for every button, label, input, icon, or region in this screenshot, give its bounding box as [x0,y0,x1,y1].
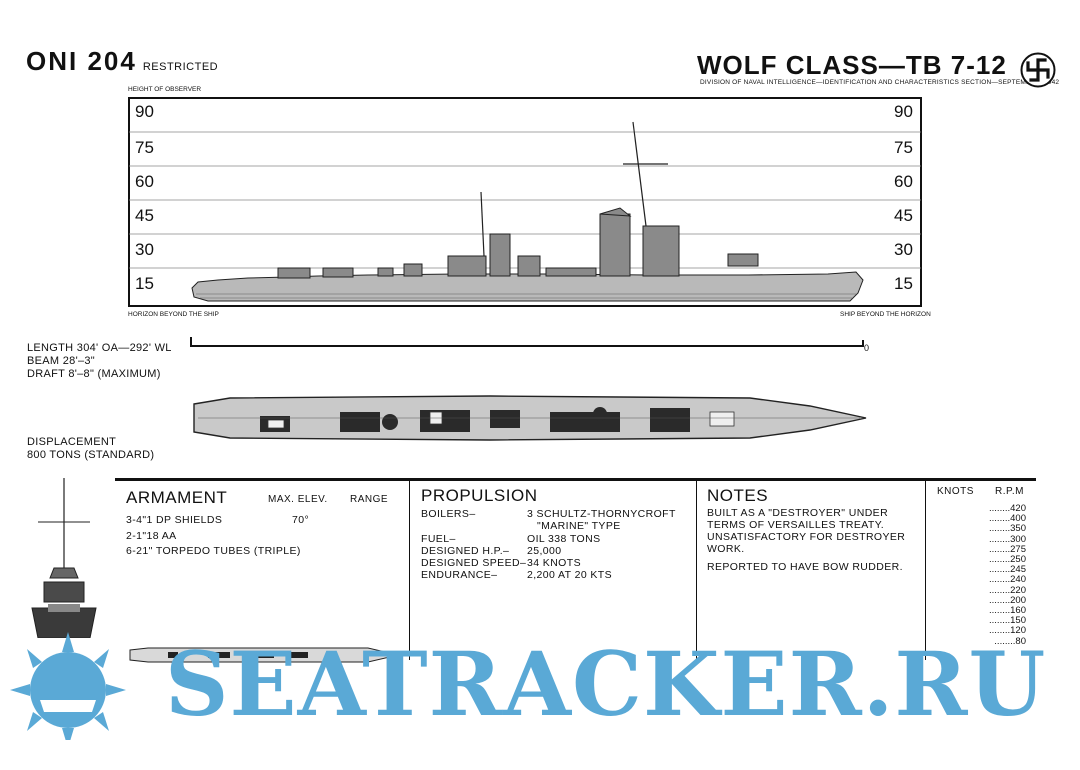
column-rule-2 [696,480,697,660]
propulsion-hp-label: DESIGNED H.P.– [421,545,510,557]
propulsion-endurance-value: 2,200 AT 20 KTS [527,569,612,581]
swastika-icon [1020,52,1056,88]
propulsion-speed-label: DESIGNED SPEED– [421,557,527,569]
restricted-label: RESTRICTED [142,61,219,73]
rpm-row: ........80 [994,635,1026,647]
displacement-value: 800 TONS (STANDARD) [27,449,155,461]
beam-spec: BEAM 28'–3" [27,355,96,367]
elevation-right-60: 60 [894,172,913,191]
section-divider [115,478,1036,481]
rpm-row: ........220 [989,584,1026,596]
propulsion-boilers-value: 3 SCHULTZ-THORNYCROFT [527,508,676,520]
rpm-list: ........420 ........400 ........350 ....… [970,503,1030,647]
propulsion-speed-value: 34 KNOTS [527,557,581,569]
elevation-right-45: 45 [894,206,913,225]
ship-plan-view [190,384,870,454]
elevation-left-30: 30 [135,240,154,259]
elevation-left-90: 90 [135,102,154,121]
armament-item-3: 6-21" TORPEDO TUBES (TRIPLE) [126,545,301,557]
ship-beyond-horizon-label: SHIP BEYOND THE HORIZON [840,311,931,318]
rpm-row: ........150 [989,615,1026,627]
elevation-right-15: 15 [894,274,913,293]
notes-title: NOTES [707,486,769,505]
armament-col-range: RANGE [350,494,389,505]
propulsion-endurance-label: ENDURANCE– [421,569,498,581]
elevation-right-75: 75 [894,138,913,157]
elevation-left-75: 75 [135,138,154,157]
height-of-observer-label: HEIGHT OF OBSERVER [128,86,202,93]
notes-line-4: WORK. [707,543,745,555]
rpm-row: ........200 [989,594,1026,606]
draft-spec: DRAFT 8'–8" (MAXIMUM) [27,368,161,380]
scale-bar [190,334,864,347]
rpm-row: ........300 [989,533,1026,545]
armament-item-1-elev: 70° [292,514,310,526]
sun-logo-icon [10,632,126,748]
horizon-beyond-ship-label: HORIZON BEYOND THE SHIP [128,311,219,318]
column-rule-3 [925,480,926,660]
rpm-row: ........350 [989,523,1026,535]
column-rule-1 [409,480,410,660]
rpm-row: ........245 [989,564,1026,576]
notes-line-3: UNSATISFACTORY FOR DESTROYER [707,531,906,543]
watermark-text: SEATRACKER.RU [165,632,1047,736]
elevation-left-60: 60 [135,172,154,191]
armament-item-2: 2-1"18 AA [126,530,177,542]
notes-extra: REPORTED TO HAVE BOW RUDDER. [707,561,903,573]
class-title: WOLF CLASS—TB 7-12 [697,50,1007,80]
division-caption: DIVISION OF NAVAL INTELLIGENCE—IDENTIFIC… [700,79,1060,86]
propulsion-hp-value: 25,000 [527,545,562,557]
elevation-left-45: 45 [135,206,154,225]
seatracker-watermark: SEATRACKER.RU [0,630,1080,748]
rpm-row: ........120 [989,625,1026,637]
notes-line-1: BUILT AS A "DESTROYER" UNDER [707,507,889,519]
propulsion-boilers-type: "MARINE" TYPE [537,520,621,532]
knots-column-header: KNOTS [937,486,974,497]
armament-col-elev: MAX. ELEV. [268,494,328,505]
scale-zero: 0 [864,343,870,353]
elevation-right-30: 30 [894,240,913,259]
rpm-row: ........400 [989,513,1026,525]
displacement-label: DISPLACEMENT [27,436,117,448]
rpm-row: ........250 [989,554,1026,566]
ship-bow-view [30,478,110,639]
ship-small-plan-view [128,644,400,666]
rpm-row: ........240 [989,574,1026,586]
length-spec: LENGTH 304' OA—292' WL [27,342,172,354]
notes-line-2: TERMS OF VERSAILLES TREATY. [707,519,885,531]
rpm-column-header: R.P.M [995,486,1024,497]
armament-title: ARMAMENT [126,488,228,507]
rpm-row: ........275 [989,543,1026,555]
rpm-row: ........420 [989,503,1026,514]
elevation-left-15: 15 [135,274,154,293]
elevation-chart: 90 75 60 45 30 15 90 75 60 45 30 15 [128,96,922,308]
rpm-row: ........160 [989,605,1026,617]
propulsion-fuel-value: OIL 338 TONS [527,533,601,545]
propulsion-title: PROPULSION [421,486,538,505]
elevation-right-90: 90 [894,102,913,121]
propulsion-boilers-label: BOILERS– [421,508,476,520]
armament-item-1: 3-4"1 DP SHIELDS [126,514,223,526]
propulsion-fuel-label: FUEL– [421,533,456,545]
document-number: ONI 204 [26,46,137,76]
